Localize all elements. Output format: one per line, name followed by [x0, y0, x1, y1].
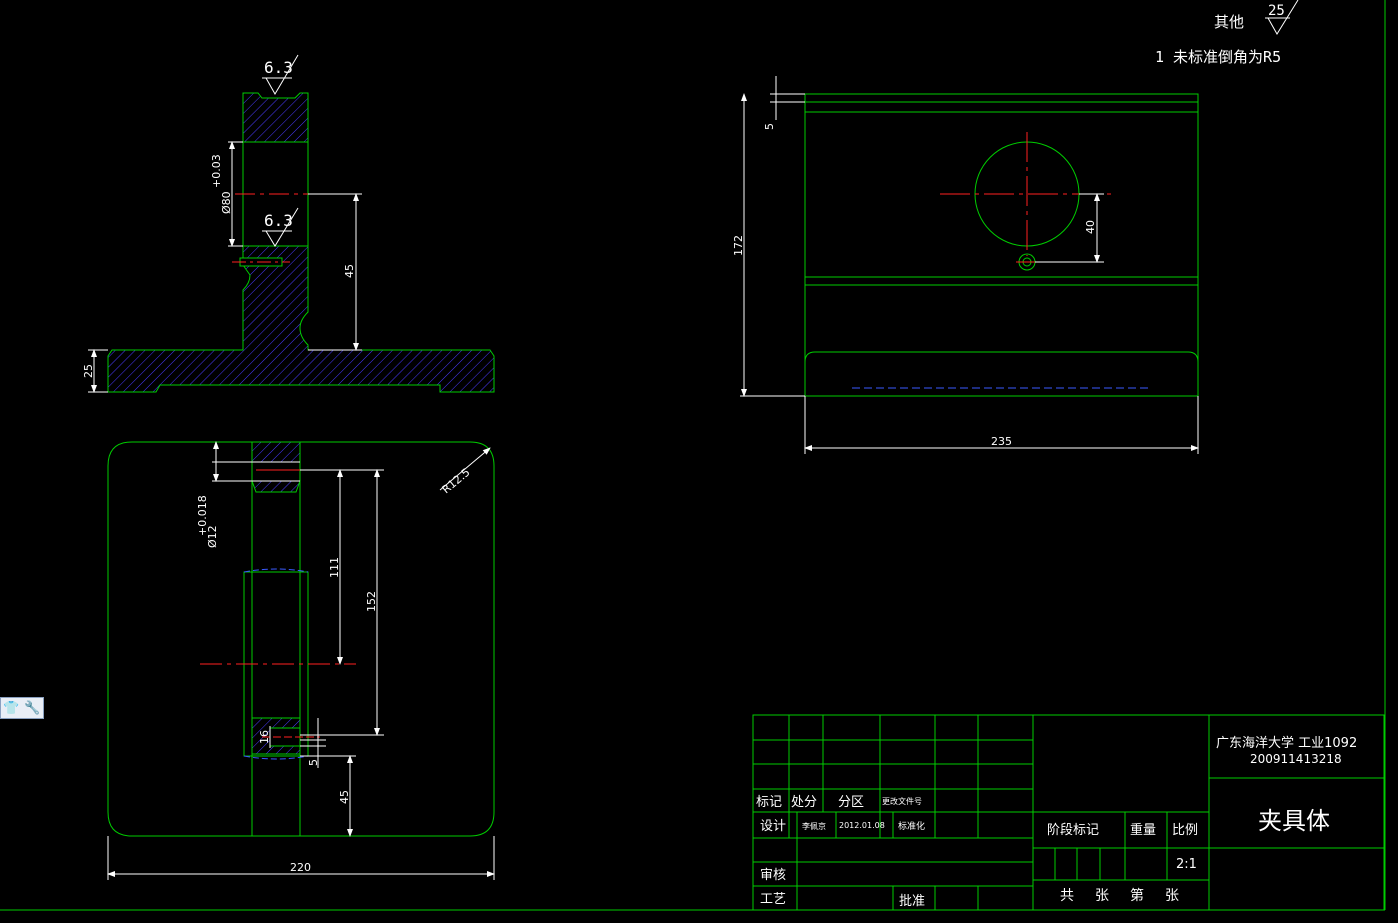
plan-view: Ø12 +0.018 111 152 16 5 45 R12.5 220 — [107, 441, 495, 880]
place-label: 处分 — [791, 795, 817, 810]
hole-tol-label: +0.018 — [196, 495, 209, 536]
university-label: 广东海洋大学 工业1092 — [1216, 735, 1357, 751]
other-roughness-value: 25 — [1268, 3, 1285, 19]
approve-label: 批准 — [899, 894, 925, 909]
sheets2-label: 张 — [1165, 888, 1179, 904]
height-172-label: 172 — [732, 235, 745, 256]
review-label: 审核 — [760, 868, 786, 883]
sheet-no-label: 第 — [1130, 887, 1144, 904]
zone-label: 分区 — [838, 795, 864, 810]
part-name-label: 夹具体 — [1258, 807, 1330, 835]
shirt-icon[interactable]: 👕 — [3, 700, 20, 716]
note-1: 1 未标准倒角为R5 — [1155, 48, 1281, 66]
roughness-top: 6.3 — [264, 58, 293, 77]
title-block-text: 广东海洋大学 工业1092 200911413218 夹具体 标记 处分 分区 … — [756, 735, 1357, 909]
roughness-middle: 6.3 — [264, 211, 293, 230]
wrench-icon[interactable]: 🔧 — [24, 700, 41, 716]
process-label: 工艺 — [760, 892, 786, 907]
sheets-label: 张 — [1095, 888, 1109, 904]
standardize-label: 标准化 — [898, 820, 925, 832]
scale-value: 2:1 — [1176, 857, 1197, 872]
hole-dia-label: Ø12 — [206, 525, 219, 548]
designer-label: 李佩京 — [802, 821, 826, 831]
floating-toolbar: 👕 🔧 — [0, 697, 44, 719]
front-view: 40 5 172 235 — [732, 76, 1199, 454]
dim-45-bottom-label: 45 — [338, 790, 351, 804]
change-doc-label: 更改文件号 — [882, 796, 922, 806]
width-235-label: 235 — [991, 435, 1012, 448]
dim-5-top-label: 5 — [763, 123, 776, 130]
dim-111-label: 111 — [328, 557, 341, 578]
dim-152-label: 152 — [365, 591, 378, 612]
bore-tol-label: +0.03 — [210, 154, 223, 188]
student-id-label: 200911413218 — [1250, 752, 1342, 766]
width-220-label: 220 — [290, 861, 311, 874]
stage-mark-label: 阶段标记 — [1047, 823, 1099, 838]
radius-label: R12.5 — [440, 466, 473, 497]
date-label: 2012.01.08 — [839, 821, 885, 830]
dim-40-label: 40 — [1084, 220, 1097, 234]
section-view: Ø80 +0.03 45 25 6.3 6.3 — [82, 54, 495, 393]
dim-16-label: 16 — [258, 730, 271, 744]
height-45-label: 45 — [343, 264, 356, 278]
scale-label: 比例 — [1172, 823, 1198, 838]
thickness-25-label: 25 — [82, 364, 95, 378]
title-block — [752, 714, 1385, 911]
general-notes: 其他 25 1 未标准倒角为R5 — [1155, 0, 1299, 66]
drawing-frame — [0, 0, 1386, 911]
mark-label: 标记 — [756, 795, 782, 810]
total-label: 共 — [1060, 888, 1074, 904]
bore-dia-label: Ø80 — [220, 191, 233, 214]
other-label: 其他 — [1214, 13, 1244, 31]
weight-label: 重量 — [1130, 822, 1156, 838]
design-label: 设计 — [760, 819, 786, 834]
dim-5-bottom-label: 5 — [307, 759, 320, 766]
